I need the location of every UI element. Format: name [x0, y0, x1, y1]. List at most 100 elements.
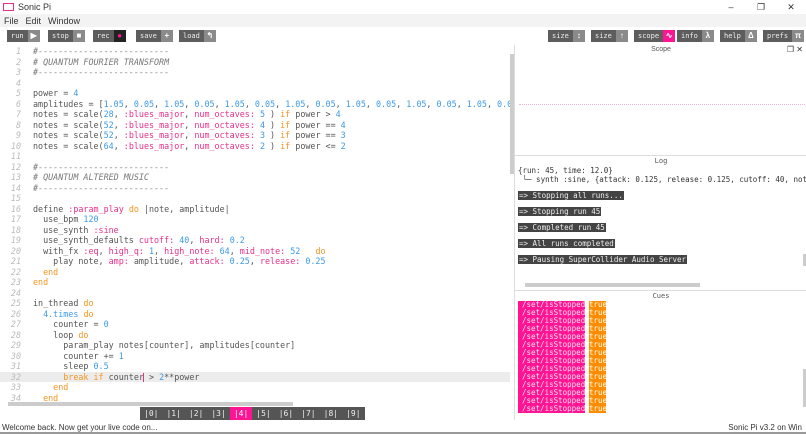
buffer-tab-1[interactable]: |1| — [166, 409, 181, 418]
log-vertical-scrollbar[interactable] — [803, 254, 806, 266]
line-number: 16 — [10, 203, 21, 214]
menu-window[interactable]: Window — [48, 15, 81, 26]
code-line[interactable]: 4 — [0, 78, 510, 89]
code-line[interactable]: 15 — [0, 193, 510, 204]
code-line[interactable]: 30 counter += 1 — [0, 351, 510, 362]
float-icon[interactable]: ❐ — [786, 45, 795, 54]
run-button[interactable]: run▶ — [7, 30, 40, 42]
cue-path: /set/isStopped — [518, 381, 585, 389]
buffer-tab-7[interactable]: |7| — [301, 409, 316, 418]
title-bar: Sonic Pi – ❐ ✕ — [0, 0, 806, 14]
code-line[interactable]: 33 end — [0, 382, 510, 393]
cues-vertical-scrollbar[interactable] — [803, 369, 806, 407]
cue-path: /set/isStopped — [518, 397, 585, 405]
buffer-tab-8[interactable]: |8| — [323, 409, 339, 418]
code-token: loop — [33, 329, 79, 340]
code-line[interactable]: 14#-------------------------- — [0, 183, 510, 194]
code-line[interactable]: 11 — [0, 151, 510, 162]
code-token: num_octaves: — [194, 119, 255, 130]
code-token: 4 — [73, 88, 79, 98]
buffer-tab-5[interactable]: |5| — [256, 409, 271, 418]
close-icon[interactable]: ✕ — [796, 45, 803, 54]
buffer-tab-6[interactable]: |6| — [278, 409, 294, 418]
toolbar: run▶ stop■ rec● save+ load↰ size↕ size↑ scope∿i… — [0, 28, 806, 44]
code-line[interactable]: 17 use_bpm 120 — [0, 214, 510, 225]
code-token: # QUANTUM FOURIER TRANSFORM — [33, 56, 170, 67]
maximize-button[interactable]: ❐ — [756, 1, 766, 12]
code-line[interactable]: 24 — [0, 288, 510, 299]
minimize-button[interactable]: – — [728, 2, 734, 12]
code-token: 40 — [179, 235, 190, 245]
menu-edit[interactable]: Edit — [25, 15, 42, 26]
code-line[interactable]: 31 sleep 0.5 — [0, 361, 510, 372]
code-line[interactable]: 12#-------------------------- — [0, 162, 510, 173]
rec-button[interactable]: rec● — [93, 30, 126, 42]
code-token: notes = scale( — [33, 109, 104, 119]
menu-file[interactable]: File — [4, 15, 19, 26]
code-line[interactable]: 18 use_synth :sine — [0, 225, 510, 236]
code-line[interactable]: 34 end — [0, 393, 510, 404]
code-token: num_octaves: — [194, 109, 255, 119]
save-button[interactable]: save+ — [136, 30, 173, 42]
code-line[interactable]: 28 loop do — [0, 330, 510, 341]
code-line[interactable]: 29 param_play notes[counter], amplitudes… — [0, 340, 510, 351]
buffer-tab-4[interactable]: |4| — [229, 407, 253, 420]
run-icon: ▶ — [27, 30, 40, 42]
buffer-tab-9[interactable]: |9| — [346, 409, 361, 418]
code-line[interactable]: 32 break if counter > 2**power — [0, 371, 510, 382]
code-line[interactable]: 3#-------------------------- — [0, 67, 510, 78]
code-token: param_play notes[counter], amplitudes[co… — [33, 340, 296, 350]
line-number: 12 — [10, 161, 21, 172]
buffer-tab-2[interactable]: |2| — [188, 409, 204, 418]
code-line[interactable]: 26 4.times do — [0, 309, 510, 320]
stop-button[interactable]: stop■ — [48, 30, 85, 42]
editor-horizontal-scrollbar[interactable] — [8, 402, 293, 406]
window-title: Sonic Pi — [18, 2, 52, 12]
code-editor[interactable]: 1#--------------------------2# QUANTUM F… — [0, 45, 514, 405]
scope-button[interactable]: scope∿ — [634, 30, 676, 42]
code-token: , — [113, 119, 124, 130]
size-up-button[interactable]: size↑ — [591, 30, 628, 42]
code-line[interactable]: 20 with_fx :eq, high_q: 1, high_note: 64… — [0, 246, 510, 257]
code-line[interactable]: 13# QUANTUM ALTERED MUSIC — [0, 172, 510, 183]
code-line[interactable]: 22 end — [0, 267, 510, 278]
code-token: 4.times — [33, 308, 79, 319]
log-horizontal-scrollbar[interactable] — [525, 283, 700, 287]
code-line[interactable]: 19 use_synth_defaults cutoff: 40, hard: … — [0, 235, 510, 246]
code-line[interactable]: 1#-------------------------- — [0, 46, 510, 57]
code-token: counter = — [33, 319, 104, 329]
line-number: 34 — [10, 392, 21, 403]
close-button[interactable]: ✕ — [787, 1, 795, 12]
cue-path: /set/isStopped — [518, 301, 585, 309]
code-line[interactable]: 21 play note, amp: amplitude, attack: 0.… — [0, 256, 510, 267]
log-title: Log — [654, 157, 668, 165]
code-line[interactable]: 27 counter = 0 — [0, 319, 510, 330]
log-panel[interactable]: Log {run: 45, time: 12.0} └─ synth :sine… — [515, 155, 806, 290]
line-number: 17 — [10, 214, 21, 224]
buffer-tab-3[interactable]: |3| — [211, 409, 226, 418]
buffer-tab-0[interactable]: |0| — [144, 409, 159, 418]
code-token: , — [486, 98, 498, 109]
size-down-button[interactable]: size↕ — [548, 30, 585, 42]
code-line[interactable]: 2# QUANTUM FOURIER TRANSFORM — [0, 57, 510, 68]
code-token: :param_play — [68, 203, 124, 214]
code-token: , — [275, 98, 286, 109]
load-button[interactable]: load↰ — [179, 30, 216, 42]
editor-vertical-scrollbar[interactable] — [510, 54, 514, 174]
